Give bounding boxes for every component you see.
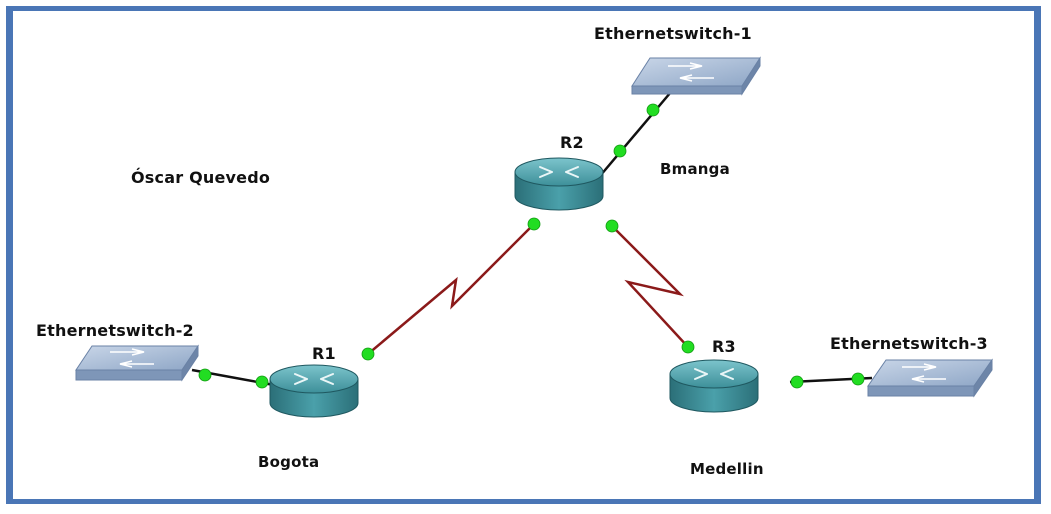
- switch-sw2-label: Ethernetswitch-2: [36, 321, 194, 340]
- switch-sw2-icon[interactable]: [75, 344, 199, 382]
- router-r2-icon[interactable]: [514, 157, 604, 211]
- port-status-dot: [527, 217, 541, 231]
- router-r1-icon[interactable]: [269, 364, 359, 418]
- port-status-dot: [198, 368, 212, 382]
- port-status-dot: [646, 103, 660, 117]
- location-bogota-label: Bogota: [258, 453, 320, 471]
- switch-sw1-label: Ethernetswitch-1: [594, 24, 752, 43]
- author-label: Óscar Quevedo: [131, 168, 271, 187]
- port-status-dot: [790, 375, 804, 389]
- serial-link-r1-r2[interactable]: [367, 223, 535, 355]
- switch-sw3-label: Ethernetswitch-3: [830, 334, 988, 353]
- serial-link-r2-r3[interactable]: [611, 225, 689, 348]
- topology-frame: [6, 6, 1041, 504]
- port-status-dot: [605, 219, 619, 233]
- router-r3-label: R3: [712, 337, 736, 356]
- port-status-dot: [681, 340, 695, 354]
- location-bmanga-label: Bmanga: [660, 160, 730, 178]
- switch-sw3-icon[interactable]: [867, 358, 993, 398]
- location-medellin-label: Medellin: [690, 460, 764, 478]
- router-r1-label: R1: [312, 344, 336, 363]
- port-status-dot: [851, 372, 865, 386]
- ethernet-link-r2-sw1[interactable]: [599, 85, 677, 177]
- port-status-dot: [361, 347, 375, 361]
- switch-sw1-icon[interactable]: [631, 56, 761, 96]
- port-status-dot: [613, 144, 627, 158]
- router-r3-icon[interactable]: [669, 359, 759, 413]
- port-status-dot: [255, 375, 269, 389]
- router-r2-label: R2: [560, 133, 584, 152]
